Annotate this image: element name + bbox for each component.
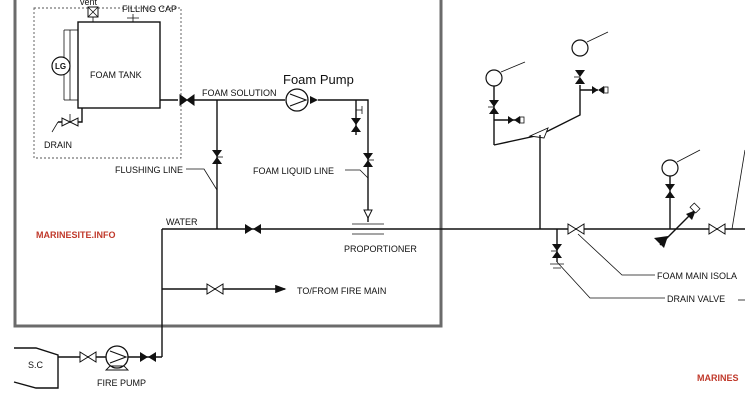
proportioner-label: PROPORTIONER — [344, 244, 417, 254]
vent-label: vent — [80, 0, 98, 7]
foam-monitor-icon — [485, 69, 503, 87]
far-right-valve-icon — [708, 223, 726, 235]
water-label: WATER — [166, 217, 198, 227]
foam-monitor-icon — [661, 159, 679, 177]
check-valve-icon — [310, 96, 318, 104]
flushing-line-label: FLUSHING LINE — [115, 165, 183, 175]
discharge-valve-icon — [140, 352, 156, 362]
proportioner-icon — [363, 209, 373, 220]
fire-main-valve-icon — [206, 283, 224, 295]
lg-label: LG — [55, 62, 66, 71]
fire-pump-label: FIRE PUMP — [97, 378, 146, 388]
foam-liquid-line-label: FOAM LIQUID LINE — [253, 166, 334, 176]
foam-room-frame — [13, 0, 443, 328]
watermark-left: MARINESITE.INFO — [36, 230, 116, 240]
foam-main-isolation-valve-icon — [567, 223, 585, 235]
drain-valve-label: DRAIN VALVE — [667, 294, 725, 304]
sc-label: S.C — [28, 360, 44, 370]
foam-monitor-icon — [571, 39, 589, 57]
branch-valve-icon — [351, 118, 361, 132]
tank-enclosure — [33, 7, 182, 159]
foam-tank-label: FOAM TANK — [90, 70, 142, 80]
level-gauge-icon — [51, 56, 71, 76]
foam-pump-label: Foam Pump — [283, 72, 354, 87]
suction-valve-icon — [79, 351, 97, 363]
foam-main-isolation-label: FOAM MAIN ISOLA — [657, 271, 737, 281]
foam-tank — [77, 21, 161, 109]
filling-cap-icon — [127, 14, 139, 22]
drain-label: DRAIN — [44, 140, 72, 150]
water-valve-icon — [245, 224, 261, 234]
tank-outlet-valve-icon — [179, 94, 195, 106]
monitor-valve-icon — [665, 184, 675, 198]
foam-solution-label: FOAM SOLUTION — [202, 88, 277, 98]
filling-cap-label: FILLING CAP — [122, 4, 177, 14]
watermark-right: MARINES — [697, 373, 739, 383]
hydrant-valve-icon — [654, 236, 668, 248]
sea-chest — [13, 347, 59, 389]
to-from-fire-main-label: TO/FROM FIRE MAIN — [297, 286, 386, 296]
